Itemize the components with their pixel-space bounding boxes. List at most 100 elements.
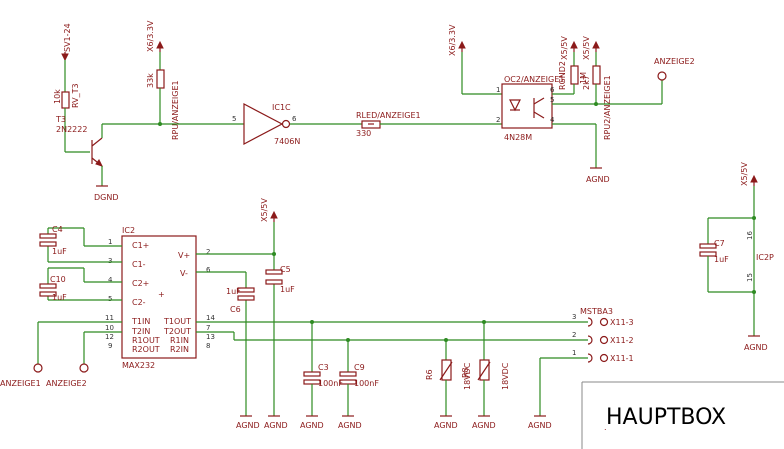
agnd-symbols: AGND AGND AGND AGND AGND AGND AGND [236,415,552,430]
rpu-supply-label: X6/3.3V [146,20,155,52]
pin-r2out: R2OUT [132,345,160,354]
pinnum-12: 12 [105,333,114,341]
pinnum-14: 14 [206,314,215,322]
diode-r8: R8 18VDC [461,322,510,416]
c5-value: 1uF [280,285,295,294]
ic1c-pin5: 5 [232,115,236,123]
pinnum-1: 1 [108,238,112,246]
x11-2-label: X11-2 [610,336,634,345]
c3-name: C3 [318,363,329,372]
pin-r1in: R1IN [170,336,189,345]
pinnum-7: 7 [206,324,210,332]
rpu-name: RPU/ANZEIGE1 [171,80,180,140]
r6-value: 18VDC [463,362,472,390]
oc2-pin1: 1 [496,86,500,94]
rpu-value: 33k [146,73,155,88]
agnd-1: AGND [236,421,260,430]
rgnd-value: 1M [579,72,588,84]
r8-name: R8 [461,367,470,378]
cap-c5: X5/5V C5 1uF [260,198,295,294]
anzeige1-label: ANZEIGE1 [0,379,41,388]
pin-t1in: T1IN [131,317,150,326]
cap-c10: C10 1uF [39,275,67,302]
pin-r1out: R1OUT [132,336,160,345]
agnd-5: AGND [434,421,458,430]
pinnum-9: 9 [108,342,112,350]
agnd-3: AGND [300,421,324,430]
pinnum-2: 2 [206,248,210,256]
pinnum-4: 4 [108,276,113,284]
anzeige2-top-label: ANZEIGE2 [654,57,695,66]
rpu2-value: 2k7 [582,75,591,90]
c9-name: C9 [354,363,365,372]
ic2p-pin16: 16 [746,231,754,240]
rgnd2-resistor: X5/5V RGND2 1M [558,36,588,94]
sv1-label: SV1-24 [63,23,72,52]
x11-num-1: 1 [572,349,576,357]
cap-c3: C3 100nF [303,322,343,416]
r8-value: 18VDC [501,362,510,390]
pinnum-3: 3 [108,257,112,265]
c10-value: 1uF [52,293,67,302]
pinnum-10: 10 [105,324,114,332]
rv-t3-resistor: 10k RV_T3 [53,60,90,153]
frame-title: HAUPTBOX [606,405,726,430]
pin-c1plus: C1+ [132,241,149,250]
ic1c-inverter: IC1C 7406N 5 6 [232,103,362,146]
agnd-7: AGND [528,421,552,430]
oc2-pin2: 2 [496,116,500,124]
pinnum-11: 11 [105,314,114,322]
r6-name: R6 [425,369,434,380]
oc2-supply-label: X6/3.3V [448,24,457,56]
rv-t3-name: RV_T3 [71,83,80,108]
ic2p-supply-label: X5/5V [740,162,749,186]
rpu2-name: RPU2/ANZEIGE1 [603,75,612,140]
cap-c4: C4 1uF [39,225,67,256]
rv-t3-value: 10k [53,89,62,104]
rgnd-name: RGND2 [558,61,567,90]
pin-t1out: T1OUT [163,317,191,326]
diode-r6: R6 18VDC [425,340,472,416]
anzeige-ports: ANZEIGE1 ANZEIGE2 [0,363,89,388]
t3-name: T3 [55,115,66,124]
x11-1-label: X11-1 [610,354,634,363]
ic2p-pin15: 15 [746,273,754,282]
oc2-optocoupler: X6/3.3V OC2/ANZEIGE1 4N28M 1 2 4 5 6 AGN… [448,24,610,184]
transistor-t3: T3 2N2222 DGND [55,115,160,202]
c5-supply-label: X5/5V [260,198,269,222]
frame-mark: . [604,423,607,432]
oc2-pin6: 6 [550,86,555,94]
max232-wiring [37,222,588,416]
ic1c-type: 7406N [274,137,300,146]
agnd-4: AGND [338,421,362,430]
c10-name: C10 [50,275,66,284]
ic2-name: IC2 [122,226,135,235]
c6-value: 1uF [226,287,241,296]
pinnum-5: 5 [108,295,112,303]
oc2-type: 4N28M [504,133,532,142]
c4-name: C4 [52,225,63,234]
pin-t2in: T2IN [131,327,150,336]
cap-c9: C9 100nF [339,340,379,416]
agnd-6: AGND [472,421,496,430]
c3-value: 100nF [318,379,343,388]
pinnum-8: 8 [206,342,210,350]
ic1c-name: IC1C [272,103,291,112]
ic2p-agnd: AGND [744,343,768,352]
c7-name: C7 [714,239,725,248]
oc2-agnd: AGND [586,175,610,184]
ic2-center-mark: + [158,290,165,299]
pin-vminus: V- [180,269,188,278]
ic1c-pin6: 6 [292,115,297,123]
x11-num-3: 3 [572,313,576,321]
dgnd-label: DGND [94,193,119,202]
pin-c1minus: C1- [132,260,146,269]
pin-r2in: R2IN [170,345,189,354]
c6-name: C6 [230,305,241,314]
c7-value: 1uF [714,255,729,264]
ic2p-name: IC2P [756,253,774,262]
rpu2-supply-label: X5/5V [582,36,591,60]
max232-ic: IC2 MAX232 + C1+ C1- C2+ C2- T1IN T2IN R… [105,226,215,370]
ic2-type: MAX232 [122,361,155,370]
